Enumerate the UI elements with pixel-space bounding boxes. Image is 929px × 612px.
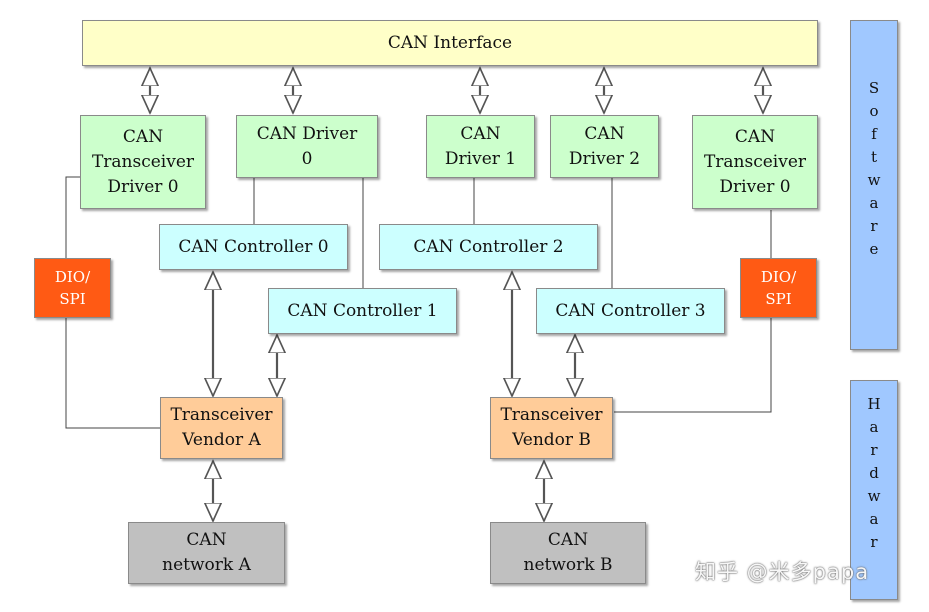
can-driver-2-line2: Driver 2	[568, 148, 641, 169]
can-driver-1-line1: CAN	[460, 123, 501, 144]
network-b-line2: network B	[523, 555, 613, 575]
transceiver-driver-right-line1: CAN	[734, 126, 776, 147]
transceiver-vendor-a-box: Transceiver Vendor A	[160, 397, 283, 459]
hardware-letter: r	[870, 441, 878, 459]
transceiver-driver-right-line3: Driver 0	[719, 176, 791, 197]
can-controller-1-box: CAN Controller 1	[268, 288, 457, 334]
can-network-a-box: CAN network A	[128, 522, 285, 584]
transceiver-driver-left-line2: Transceiver	[91, 151, 195, 172]
can-controller-3-box: CAN Controller 3	[536, 288, 725, 334]
can-driver-1-line2: Driver 1	[444, 148, 517, 169]
can-controller-2-box: CAN Controller 2	[379, 224, 598, 270]
transceiver-driver-left-line3: Driver 0	[107, 176, 179, 197]
transceiver-driver-right-box: CAN Transceiver Driver 0	[692, 115, 818, 209]
can-driver-0-line2: 0	[301, 148, 313, 169]
dio-spi-right-line1: DIO/	[760, 268, 797, 286]
dio-spi-right-box: DIO/ SPI	[740, 258, 817, 318]
transceiver-driver-right-line2: Transceiver	[703, 151, 807, 172]
can-driver-2-line1: CAN	[584, 123, 625, 144]
software-letter: t	[870, 148, 878, 166]
can-controller-3-label: CAN Controller 3	[555, 300, 706, 321]
can-driver-0-box: CAN Driver 0	[236, 115, 378, 178]
network-a-line2: network A	[162, 555, 251, 575]
can-network-b-box: CAN network B	[490, 522, 646, 584]
vendor-a-line2: Vendor A	[182, 430, 261, 450]
can-controller-0-label: CAN Controller 0	[178, 236, 329, 257]
software-letter: S	[868, 79, 880, 97]
can-driver-2-box: CAN Driver 2	[550, 115, 659, 178]
dio-spi-left-line2: SPI	[59, 290, 86, 308]
hardware-letter: a	[869, 418, 879, 436]
vendor-a-line1: Transceiver	[170, 405, 273, 425]
network-a-line1: CAN	[186, 530, 227, 550]
watermark-text: 知乎 @米多papa	[695, 560, 870, 584]
hardware-letter: d	[869, 464, 879, 482]
hardware-letter: a	[869, 510, 879, 528]
software-layer-bar: S o f t w a r e	[850, 20, 898, 350]
dio-spi-left-line1: DIO/	[54, 268, 91, 286]
transceiver-driver-left-line1: CAN	[122, 126, 164, 147]
can-controller-0-box: CAN Controller 0	[159, 224, 348, 270]
line-right-dio-to-vendor-b	[614, 318, 772, 413]
can-controller-1-label: CAN Controller 1	[287, 300, 438, 321]
software-letter: a	[869, 194, 879, 212]
vendor-b-line1: Transceiver	[500, 405, 603, 425]
can-controller-2-label: CAN Controller 2	[413, 236, 564, 257]
transceiver-vendor-b-box: Transceiver Vendor B	[490, 397, 613, 459]
can-interface-label: CAN Interface	[387, 32, 513, 53]
hardware-letter: w	[867, 487, 881, 505]
line-left-driver-to-dio	[65, 176, 80, 258]
hardware-layer-bar: H a r d w a r	[850, 380, 898, 600]
dio-spi-left-box: DIO/ SPI	[34, 258, 111, 318]
software-letter: f	[871, 125, 877, 143]
software-letter: r	[870, 217, 878, 235]
network-b-line1: CAN	[547, 530, 589, 550]
can-interface-box: CAN Interface	[82, 20, 818, 66]
can-driver-0-line1: CAN Driver	[256, 123, 358, 144]
vendor-b-line2: Vendor B	[512, 430, 591, 450]
hardware-letter: r	[870, 533, 878, 551]
line-left-dio-to-vendor-a	[65, 318, 160, 429]
software-letter: e	[869, 240, 879, 258]
software-letter: o	[869, 102, 879, 120]
can-driver-1-box: CAN Driver 1	[426, 115, 535, 178]
dio-spi-right-line2: SPI	[765, 290, 792, 308]
hardware-letter: H	[867, 395, 881, 413]
transceiver-driver-left-box: CAN Transceiver Driver 0	[80, 115, 206, 209]
software-letter: w	[867, 171, 881, 189]
